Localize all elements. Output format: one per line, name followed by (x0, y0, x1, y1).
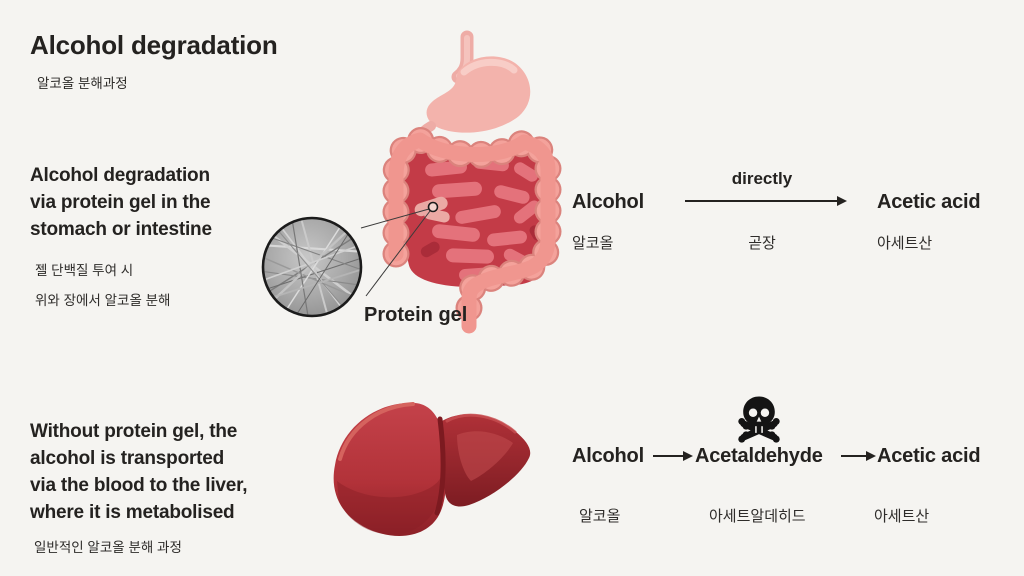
protein-gel-label: Protein gel (364, 304, 468, 326)
flow1-arrow-label: directly (731, 169, 793, 188)
large-intestine (382, 125, 562, 340)
page-title: Alcohol degradation (30, 30, 278, 60)
skull-crossbones-icon (738, 396, 780, 443)
flow1-acetic-acid-korean: 아세트산 (877, 235, 933, 252)
gel-section-heading: Alcohol degradation via protein gel in t… (30, 165, 212, 240)
flow2-arrow-1 (653, 455, 684, 458)
flow1-alcohol-korean: 알코올 (572, 235, 614, 252)
stomach (426, 56, 531, 133)
protein-gel-micrograph (261, 216, 363, 318)
liver-section-heading: Without protein gel, the alcohol is tran… (30, 421, 248, 523)
liver-section-note-korean: 일반적인 알코올 분해 과정 (34, 540, 182, 555)
flow2-alcohol-label: Alcohol (572, 445, 644, 467)
flow1-alcohol-label: Alcohol (572, 191, 644, 213)
gel-section-note-korean: 젤 단백질 투여 시 위와 장에서 알코올 분해 (35, 263, 171, 308)
flow2-arrow-2 (841, 455, 867, 458)
digestive-system-illustration (261, 30, 562, 340)
callout-lines (360, 201, 439, 297)
flow2-acetic-acid-korean: 아세트산 (874, 508, 930, 525)
flow1-arrow (685, 200, 838, 203)
flow2-acetic-acid-label: Acetic acid (877, 445, 981, 467)
page-subtitle-korean: 알코올 분해과정 (37, 76, 128, 91)
sample-point-marker (427, 201, 439, 213)
flow2-acetaldehyde-label: Acetaldehyde (695, 445, 823, 467)
flow2-alcohol-korean: 알코올 (579, 508, 621, 525)
liver-illustration (333, 402, 531, 536)
flow1-arrow-korean: 곧장 (748, 235, 776, 252)
flow1-acetic-acid-label: Acetic acid (877, 191, 981, 213)
flow2-acetaldehyde-korean: 아세트알데히드 (709, 508, 806, 525)
